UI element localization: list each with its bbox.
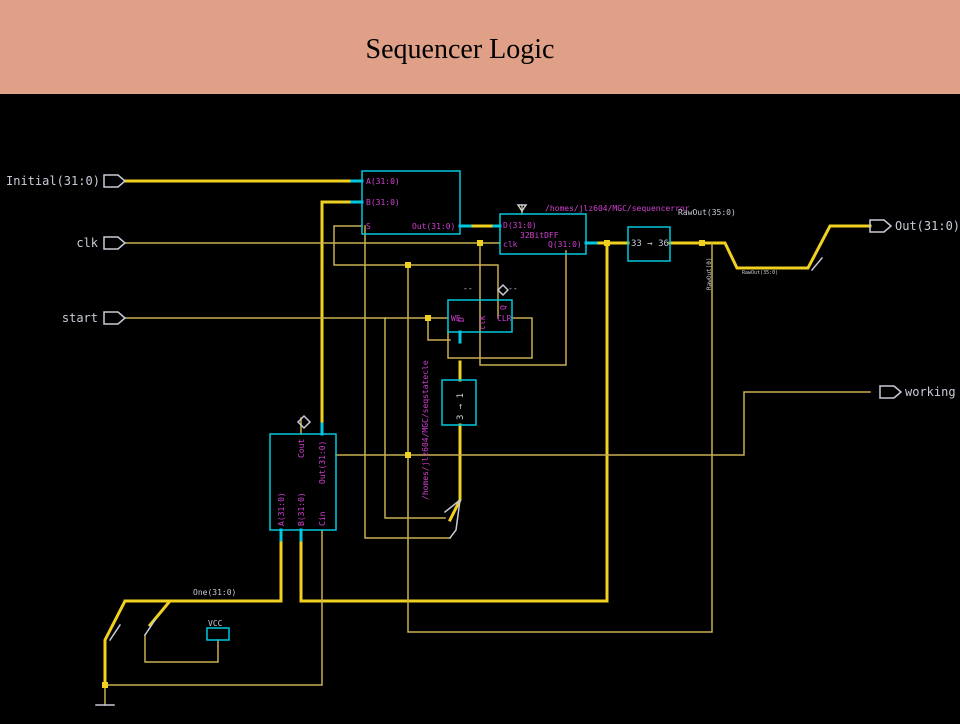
cout-diamond-icon xyxy=(296,414,312,430)
port-initial-icon xyxy=(103,174,127,188)
port-out-label: Out(31:0) xyxy=(895,219,960,233)
state-we: WE xyxy=(451,314,461,323)
dff-q: Q(31:0) xyxy=(548,240,582,249)
dff-d: D(31:0) xyxy=(503,221,537,230)
port-initial-label: Initial(31:0) xyxy=(6,174,100,188)
wire-s-down xyxy=(364,225,451,539)
switch-glyphs xyxy=(95,204,824,706)
adder-bottom-cout: Cout xyxy=(297,439,306,458)
converter-label: 33 → 36 xyxy=(631,239,669,249)
port-out-icon xyxy=(869,219,893,233)
schematic-diagram: Initial(31:0) clk start Out(31:0) workin… xyxy=(6,170,960,706)
adder-top-b: B(31:0) xyxy=(366,198,400,207)
dff-probe-icon xyxy=(516,204,528,213)
adder-bottom-b: B(31:0) xyxy=(297,492,306,526)
bus-rawout xyxy=(668,224,872,270)
ports xyxy=(103,174,903,399)
pin-stubs xyxy=(279,179,598,542)
port-start-label: start xyxy=(62,311,98,325)
bus-q-feedback xyxy=(299,241,609,603)
net-rawout-label: RawOut(35:0) xyxy=(678,208,736,217)
bus-b-feedback xyxy=(320,200,364,436)
adder-bottom-out: Out(31:0) xyxy=(318,441,327,484)
adder-top-s: S xyxy=(366,222,371,231)
port-clk-icon xyxy=(103,236,127,250)
junction-clk xyxy=(477,240,483,246)
state-mark-1: -- xyxy=(463,284,473,293)
port-working-icon xyxy=(879,385,903,399)
state-clr: CLR xyxy=(497,314,512,323)
adder-bottom-block xyxy=(269,433,337,531)
mux-bottom-glyph xyxy=(443,498,461,540)
dff-name: 32BitDFF xyxy=(520,231,559,240)
dff-path: /homes/jlz604/MGC/sequencerror xyxy=(545,204,690,213)
junction-loop xyxy=(405,262,411,268)
vcc-label: VCC xyxy=(208,619,223,628)
junction-working xyxy=(405,452,411,458)
mux-block xyxy=(441,379,477,426)
switch-one-glyph xyxy=(108,623,122,642)
wire-s-select xyxy=(333,225,409,266)
wire-state-top xyxy=(407,264,499,319)
vcc-block xyxy=(206,627,230,641)
port-working-label: working xyxy=(905,385,956,399)
converter-block xyxy=(627,226,671,262)
state-path-vertical: /homes/jlz604/MGC/seqstatecle xyxy=(421,360,430,500)
state-diamond-icon xyxy=(496,283,510,297)
state-clk: clk xyxy=(478,315,487,330)
mux-label: 3 → 1 xyxy=(456,393,466,420)
net-rawout-vertical: RawOut(0) xyxy=(706,257,713,290)
bus-one-branch xyxy=(123,599,174,628)
state-d: D xyxy=(457,317,466,322)
junctions xyxy=(102,240,705,688)
wire-loop xyxy=(407,242,713,633)
wire-clr-loop xyxy=(447,317,533,359)
state-mark-2: -- xyxy=(508,284,518,293)
signal-wires xyxy=(104,204,871,706)
junction-rawout xyxy=(699,240,705,246)
schematic-canvas: Initial(31:0) clk start Out(31:0) workin… xyxy=(0,94,960,720)
net-rawout-small: RawOut(35:0) xyxy=(742,270,778,276)
junction-ground xyxy=(102,682,108,688)
junction-q xyxy=(604,240,610,246)
adder-bottom-cin: Cin xyxy=(318,511,327,526)
port-start-icon xyxy=(103,311,127,325)
wire-clk-branch xyxy=(479,242,567,366)
dff-block xyxy=(499,213,587,255)
switch-two-glyph xyxy=(143,618,157,637)
adder-top-a: A(31:0) xyxy=(366,177,400,186)
state-block xyxy=(447,299,513,333)
adder-bottom-a: A(31:0) xyxy=(277,492,286,526)
wire-vcc xyxy=(144,634,219,663)
wire-working xyxy=(335,391,871,456)
wire-cin xyxy=(104,529,323,686)
wire-start-down xyxy=(384,317,446,519)
adder-top-out: Out(31:0) xyxy=(412,222,455,231)
slide-title: Sequencer Logic xyxy=(365,34,555,65)
switch-out-glyph xyxy=(810,256,824,272)
state-q: Q xyxy=(499,305,508,310)
wire-we xyxy=(427,317,451,341)
bus-wires xyxy=(103,179,872,687)
dff-clk: clk xyxy=(503,240,518,249)
component-blocks xyxy=(206,170,671,641)
net-one-label: One(31:0) xyxy=(193,588,236,597)
junction-start xyxy=(425,315,431,321)
title-banner: Sequencer Logic xyxy=(0,0,960,94)
port-clk-label: clk xyxy=(76,236,98,250)
